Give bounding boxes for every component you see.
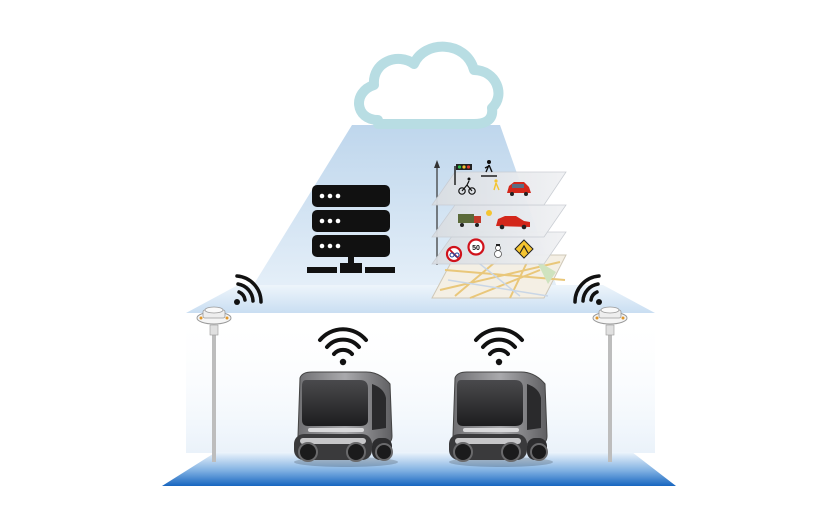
sun-icon [486,210,492,216]
cloud-icon [354,41,504,129]
truck-icon [458,214,481,227]
car-icon [496,216,530,230]
ground-plane [162,452,676,486]
pedestrian-yellow-icon [493,179,500,191]
car-red-icon [507,182,531,196]
snowman-icon [494,244,502,258]
map-layer-vehicles [431,204,567,238]
map-layer-signs: 50 [431,231,567,265]
server-rack-icon [307,185,395,273]
hd-map-layers-icon: 50 [431,160,567,299]
wifi-icon [474,327,524,366]
traffic-light-icon [454,164,472,185]
speed-limit-value: 50 [472,245,480,252]
map-layer-traffic [431,160,567,206]
autonomous-pod-vehicle-icon [449,371,553,467]
roadwork-sign-icon [514,239,534,259]
cyclist-icon [458,177,476,195]
ground-wall-glow [186,313,655,453]
pedestrian-crossing-icon [481,160,497,177]
autonomous-pod-vehicle-icon [294,371,398,467]
wifi-icon [573,274,602,305]
no-cycling-sign-icon [445,245,463,263]
roadside-unit-icon [592,306,628,462]
wifi-icon [234,274,263,305]
speed-limit-sign-icon: 50 [467,238,485,256]
map-base-layer [431,254,567,299]
roadside-unit-icon [196,306,232,462]
wifi-icon [318,327,368,366]
